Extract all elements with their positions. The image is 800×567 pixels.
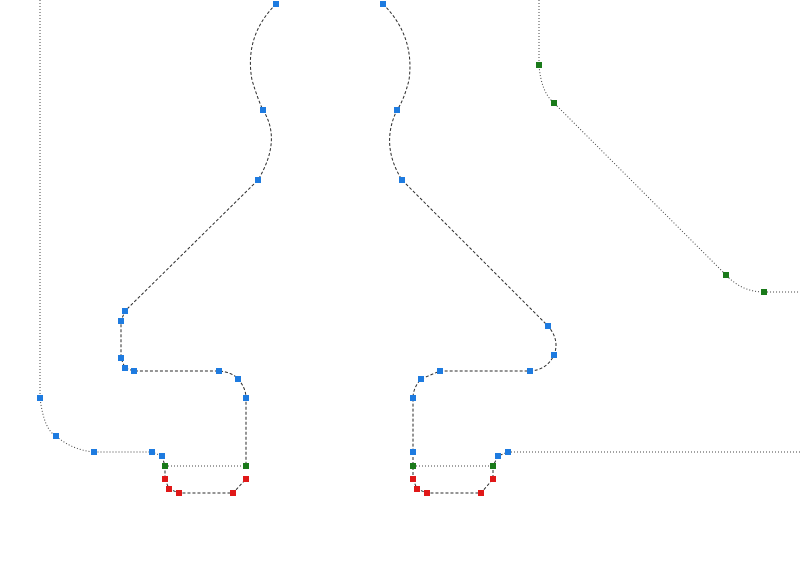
blue-anchor-node[interactable] (394, 107, 400, 113)
blue-anchor-node[interactable] (216, 368, 222, 374)
blue-anchor-node[interactable] (551, 352, 557, 358)
red-anchor-node[interactable] (230, 490, 236, 496)
blue-anchor-node[interactable] (410, 395, 416, 401)
blue-anchor-node[interactable] (149, 449, 155, 455)
red-anchor-node[interactable] (478, 490, 484, 496)
blue-anchor-node[interactable] (118, 318, 124, 324)
blue-anchor-node[interactable] (505, 449, 511, 455)
blue-anchor-node[interactable] (122, 365, 128, 371)
blue-anchor-node[interactable] (243, 395, 249, 401)
red-anchor-node[interactable] (410, 476, 416, 482)
blue-anchor-node[interactable] (91, 449, 97, 455)
blue-anchor-node[interactable] (495, 453, 501, 459)
green-anchor-node[interactable] (551, 100, 557, 106)
blue-anchor-node[interactable] (399, 177, 405, 183)
blue-anchor-node[interactable] (545, 323, 551, 329)
left-border-path[interactable] (39, 0, 163, 457)
blue-anchor-node[interactable] (273, 1, 279, 7)
green-anchor-node[interactable] (243, 463, 249, 469)
blue-anchor-node[interactable] (418, 376, 424, 382)
red-anchor-node[interactable] (162, 476, 168, 482)
green-anchor-node[interactable] (410, 463, 416, 469)
blue-anchor-node[interactable] (235, 376, 241, 382)
red-anchor-node[interactable] (414, 486, 420, 492)
diagonal-guide-path[interactable] (538, 0, 800, 293)
blue-anchor-node[interactable] (118, 355, 124, 361)
blue-anchor-node[interactable] (255, 177, 261, 183)
blue-anchor-node[interactable] (527, 368, 533, 374)
blue-anchor-node[interactable] (159, 453, 165, 459)
blue-anchor-node[interactable] (131, 368, 137, 374)
figure-outline-right[interactable] (382, 3, 557, 452)
blue-anchor-node[interactable] (380, 1, 386, 7)
right-foot-bottom[interactable] (412, 451, 509, 494)
green-anchor-node[interactable] (536, 62, 542, 68)
blue-anchor-node[interactable] (122, 308, 128, 314)
red-anchor-node[interactable] (490, 476, 496, 482)
blue-anchor-node[interactable] (410, 449, 416, 455)
green-anchor-node[interactable] (490, 463, 496, 469)
red-anchor-node[interactable] (176, 490, 182, 496)
red-anchor-node[interactable] (424, 490, 430, 496)
node-layer[interactable] (37, 1, 767, 496)
blue-anchor-node[interactable] (37, 395, 43, 401)
red-anchor-node[interactable] (243, 476, 249, 482)
figure-outline-left[interactable] (120, 3, 277, 466)
blue-anchor-node[interactable] (437, 368, 443, 374)
blue-anchor-node[interactable] (53, 433, 59, 439)
red-anchor-node[interactable] (166, 486, 172, 492)
green-anchor-node[interactable] (761, 289, 767, 295)
green-anchor-node[interactable] (723, 272, 729, 278)
blue-anchor-node[interactable] (260, 107, 266, 113)
green-anchor-node[interactable] (162, 463, 168, 469)
